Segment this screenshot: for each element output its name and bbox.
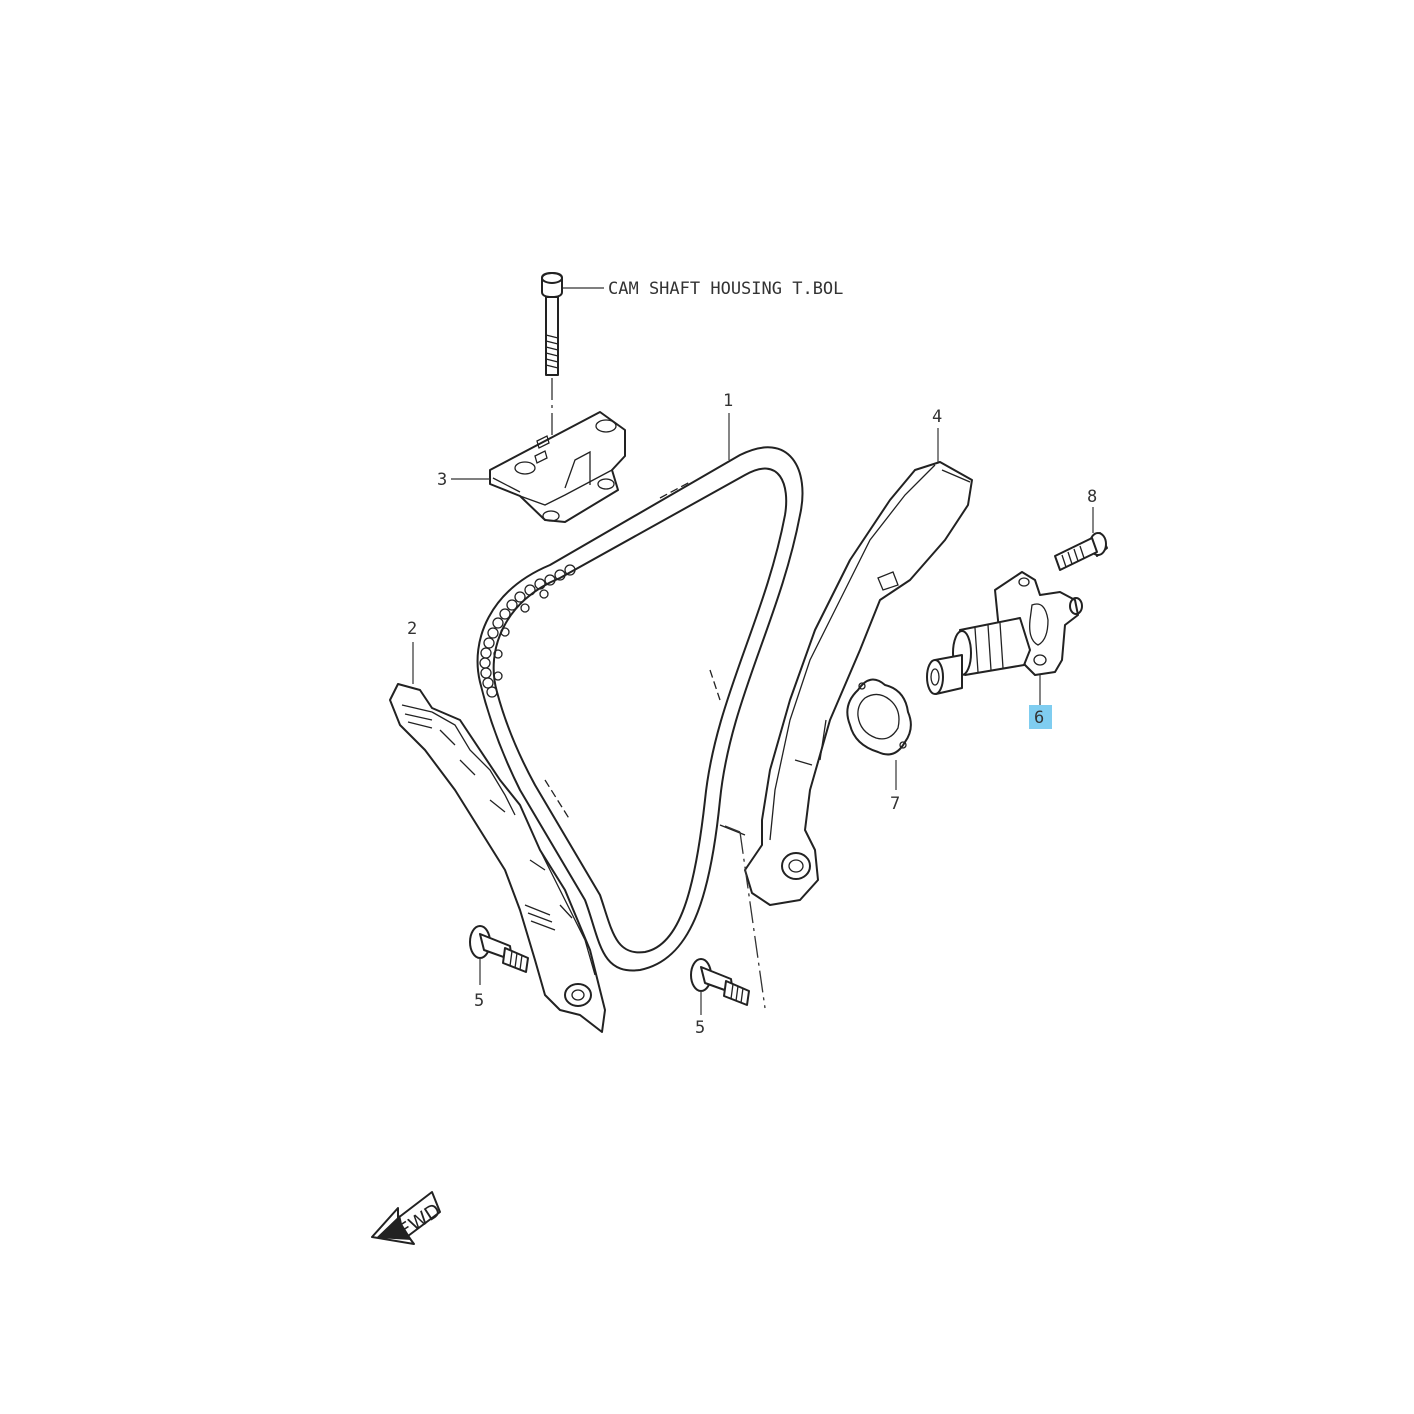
part-6-tensioner-adjuster[interactable] bbox=[926, 571, 1083, 695]
assembly-line-1 bbox=[739, 831, 766, 1009]
callout-1: 1 bbox=[723, 391, 733, 411]
part-5-right-bolt[interactable] bbox=[690, 958, 750, 1006]
callout-4: 4 bbox=[932, 407, 942, 427]
part-8-tensioner-bolt[interactable] bbox=[1054, 532, 1108, 571]
part-3-top-guide[interactable] bbox=[489, 411, 626, 523]
callout-6: 6 bbox=[1034, 708, 1044, 728]
camshaft-housing-bolt[interactable] bbox=[541, 272, 563, 376]
part-5-left-bolt[interactable] bbox=[469, 925, 529, 973]
assembly-line-2 bbox=[724, 825, 741, 833]
part-7-gasket[interactable] bbox=[846, 678, 912, 756]
part-4-tensioner-arm[interactable] bbox=[719, 461, 973, 906]
callout-2: 2 bbox=[407, 619, 417, 639]
callout-8: 8 bbox=[1087, 487, 1097, 507]
callout-5-right: 5 bbox=[695, 1018, 705, 1038]
callout-6-highlight bbox=[1029, 705, 1052, 729]
callout-7: 7 bbox=[890, 794, 900, 814]
callout-3: 3 bbox=[437, 470, 447, 490]
part-1-cam-chain[interactable] bbox=[476, 446, 804, 972]
note-text: CAM SHAFT HOUSING T.BOL bbox=[608, 279, 843, 299]
part-2-left-guide[interactable] bbox=[389, 683, 606, 1033]
callout-5-left: 5 bbox=[474, 991, 484, 1011]
fwd-arrow-icon: FWD bbox=[371, 1191, 445, 1245]
